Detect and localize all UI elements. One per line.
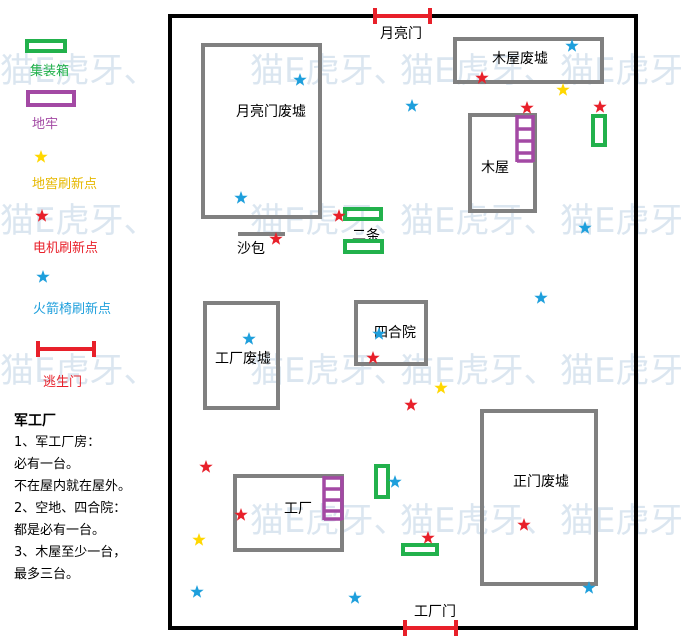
watermark-text: 猫E虎牙、 xyxy=(560,201,681,241)
hatch-spawn xyxy=(192,533,206,546)
rocket-chair-spawn xyxy=(190,585,204,598)
label-factory-gate: 工厂门 xyxy=(414,604,456,620)
legend: 集装箱 地牢 地窖刷新点 电机刷新点 火箭椅刷新点 逃生门 xyxy=(25,39,111,390)
notes-line: 最多三台。 xyxy=(14,567,80,582)
legend-hatch-label: 地窖刷新点 xyxy=(32,176,97,192)
notes-title: 军工厂 xyxy=(14,413,56,429)
dungeon xyxy=(322,476,344,521)
watermark-text: 猫E虎牙、 xyxy=(250,51,407,91)
label-courtyard: 四合院 xyxy=(374,325,416,341)
legend-hatch-star xyxy=(34,150,48,163)
legend-generator-label: 电机刷新点 xyxy=(33,240,98,256)
factory-ruins xyxy=(203,301,280,410)
generator-spawn xyxy=(404,398,418,411)
notes-panel: 军工厂 1、军工厂房： 必有一台。 不在屋内就在屋外。 2、空地、四合院： 都是… xyxy=(14,410,164,586)
watermark-text: 猫E虎牙、 xyxy=(250,351,407,391)
watermark-text: 猫E虎牙、 xyxy=(250,501,407,541)
rocket-chair-spawn xyxy=(242,332,256,345)
label-moon-gate: 月亮门 xyxy=(380,25,422,42)
rocket-chair-spawn xyxy=(534,291,548,304)
rocket-chair-spawn xyxy=(388,475,402,488)
notes-line: 3、木屋至少一台， xyxy=(14,545,127,560)
dungeon xyxy=(515,115,535,163)
label-cabin: 木屋 xyxy=(481,160,509,176)
crate xyxy=(374,464,390,499)
generator-spawn xyxy=(199,460,213,473)
watermark-text: 猫E虎牙、 xyxy=(560,51,681,91)
legend-crate-label: 集装箱 xyxy=(30,63,69,79)
watermark-text: 猫E虎牙、 xyxy=(0,351,157,391)
label-sandbag: 沙包 xyxy=(237,241,265,257)
generator-spawn xyxy=(593,100,607,113)
label-cabin-ruins: 木屋废墟 xyxy=(492,51,548,67)
notes-line: 1、军工厂房： xyxy=(14,435,101,450)
legend-crate-swatch xyxy=(25,39,67,53)
watermark-text: 猫E虎牙、 xyxy=(0,201,157,241)
cabin-ruins xyxy=(453,37,604,84)
watermark-text: 猫E虎牙、 xyxy=(400,501,557,541)
courtyard xyxy=(354,300,428,366)
rocket-chair-spawn xyxy=(234,191,248,204)
crate xyxy=(401,543,439,556)
generator-spawn xyxy=(520,101,534,114)
notes-line: 2、空地、四合院： xyxy=(14,501,127,516)
crate xyxy=(343,239,384,254)
watermark: 猫E虎牙、 猫E虎牙、 猫E虎牙、 猫E虎牙、 猫E虎牙、 猫E虎牙、 猫E虎牙… xyxy=(0,51,681,541)
main-gate-ruins xyxy=(480,409,598,586)
moon-gate-ruins xyxy=(201,43,322,219)
legend-dungeon-label: 地牢 xyxy=(32,117,58,132)
notes-line: 必有一台。 xyxy=(14,457,80,472)
label-main-gate-ruins: 正门废墟 xyxy=(513,474,569,490)
exit-gate-factory xyxy=(403,620,458,636)
legend-rocket-label: 火箭椅刷新点 xyxy=(33,301,111,317)
watermark-text: 猫E虎牙、 xyxy=(400,351,557,391)
legend-gate-label: 逃生门 xyxy=(43,375,82,390)
watermark-text: 猫E虎牙、 xyxy=(400,51,557,91)
label-moon-gate-ruins: 月亮门废墟 xyxy=(236,103,306,120)
crate xyxy=(591,114,607,147)
exit-gate-moon xyxy=(373,8,432,24)
cabin xyxy=(468,113,537,213)
label-factory: 工厂 xyxy=(284,501,312,517)
rocket-chair-spawn xyxy=(405,99,419,112)
watermark-text: 猫E虎牙、 xyxy=(400,201,557,241)
watermark-text: 猫E虎牙、 xyxy=(560,351,681,391)
rocket-chair-spawn xyxy=(348,591,362,604)
label-factory-ruins: 工厂废墟 xyxy=(215,351,271,367)
legend-dungeon-swatch xyxy=(26,90,76,107)
legend-gate-swatch xyxy=(36,341,96,357)
watermark-text: 猫E虎牙、 xyxy=(0,51,157,91)
legend-rocket-star xyxy=(36,270,50,283)
notes-line: 不在屋内就在屋外。 xyxy=(14,479,132,494)
notes-line: 都是必有一台。 xyxy=(14,523,106,538)
watermark-text: 猫E虎牙、 xyxy=(560,501,681,541)
